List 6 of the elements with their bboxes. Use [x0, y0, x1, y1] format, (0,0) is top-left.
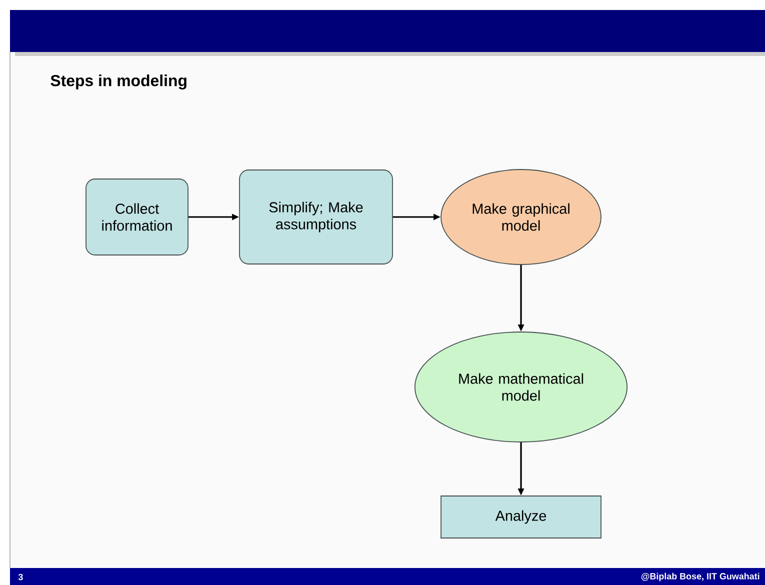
process-box: Collect information	[86, 178, 188, 256]
process-box: Analyze	[440, 496, 602, 538]
footer-credit: @Biplab Bose, IIT Guwahati	[641, 572, 760, 582]
slide-number: 3	[18, 574, 23, 580]
process-box: Simplify; Make assumptions	[239, 170, 393, 264]
slide-title: Steps in modeling	[50, 74, 186, 90]
